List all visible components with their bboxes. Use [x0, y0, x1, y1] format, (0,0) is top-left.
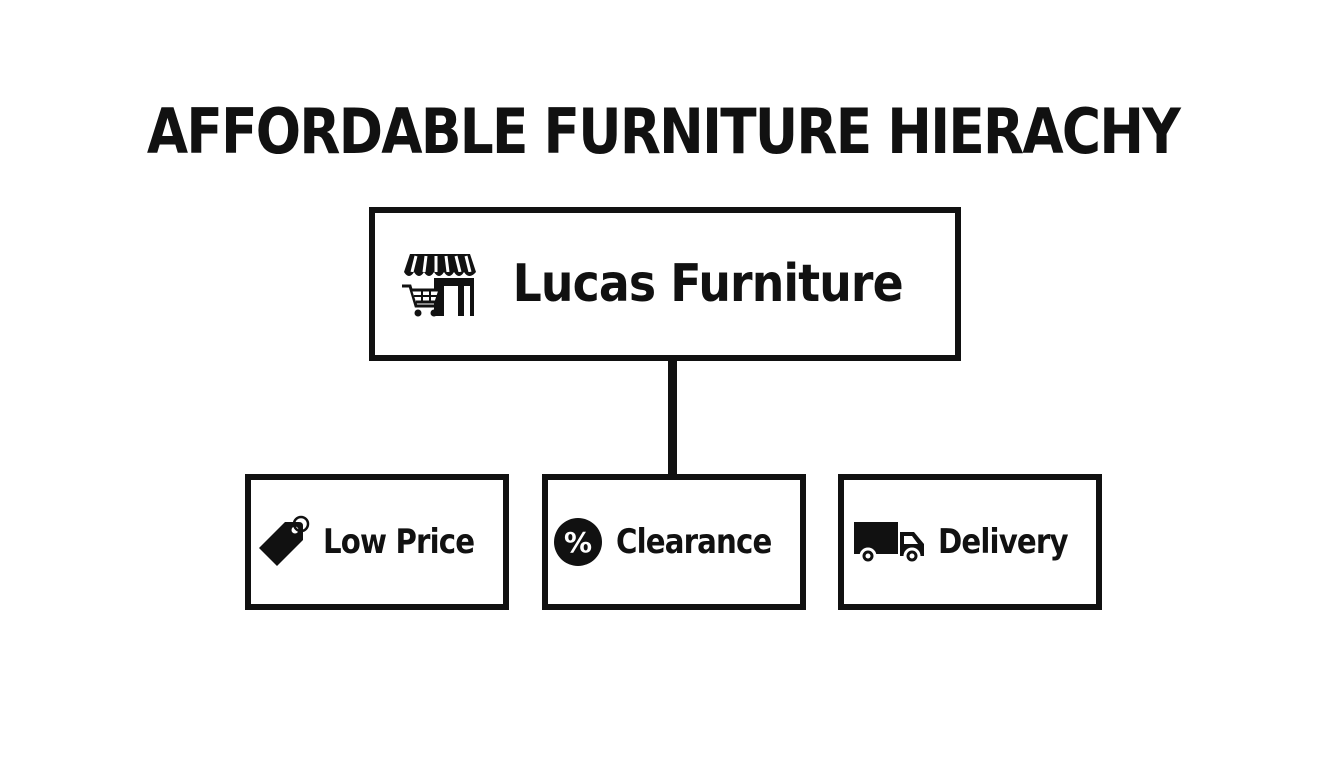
child-node-low-price: Low Price [245, 474, 509, 610]
diagram-title: AFFORDABLE FURNITURE HIERACHY [146, 95, 1181, 168]
root-node: Lucas Furniture [369, 207, 961, 361]
child-node-clearance: % Clearance [542, 474, 806, 610]
root-node-label: Lucas Furniture [512, 254, 904, 314]
svg-text:%: % [564, 526, 592, 559]
child-node-delivery: Delivery [838, 474, 1102, 610]
child-node-label: Low Price [323, 522, 475, 562]
child-node-label: Clearance [615, 522, 772, 562]
child-node-label: Delivery [937, 522, 1069, 562]
price-tag-icon [259, 515, 310, 566]
connector-line [668, 361, 677, 475]
delivery-truck-icon [853, 522, 924, 565]
storefront-cart-icon [402, 254, 477, 317]
percent-icon: % [553, 518, 602, 566]
